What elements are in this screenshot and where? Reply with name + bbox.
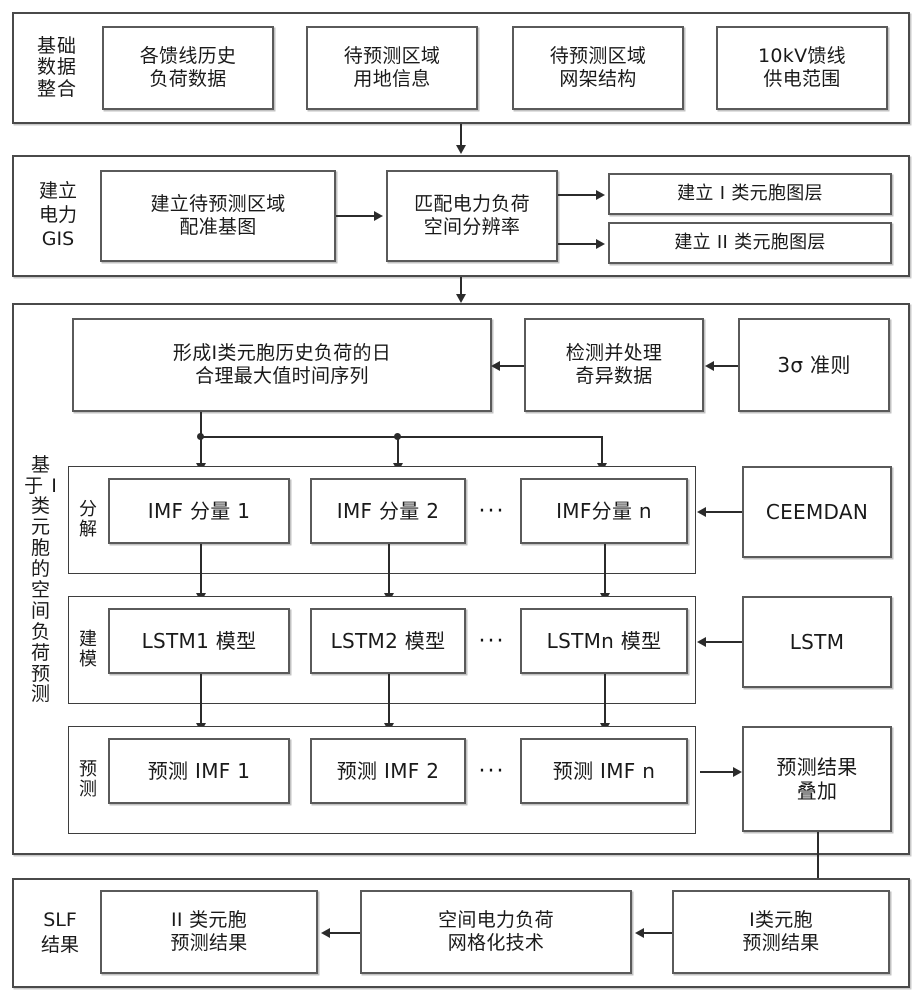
node-predict-imf-2: 预测 IMF 2 <box>310 738 466 804</box>
connector-stage1-to-stage2-arrow <box>456 145 466 154</box>
node-class2-forecast-result: II 类元胞 预测结果 <box>100 890 318 974</box>
imf1-to-lstm1 <box>200 544 202 594</box>
ellipsis-modeling: ··· <box>478 628 506 654</box>
connector-predictn-to-sum-arrow <box>733 767 742 777</box>
connector-gridding-to-class2result-arrow <box>321 928 330 938</box>
connector-match-to-class1-arrow <box>596 190 605 200</box>
lstmn-to-predictn <box>604 674 606 724</box>
connector-sigma-to-detect-arrow <box>705 361 714 371</box>
connector-ceemdan-to-imfn-arrow <box>697 507 706 517</box>
connector-detect-to-series <box>500 365 524 367</box>
bus-drop-2 <box>397 436 399 464</box>
node-lstmn-model: LSTMn 模型 <box>520 608 688 674</box>
imf2-to-lstm2 <box>388 544 390 594</box>
node-feeder-supply-range: 10kV馈线 供电范围 <box>716 26 888 110</box>
node-lstm2-model: LSTM2 模型 <box>310 608 466 674</box>
node-feeder-history-load: 各馈线历史 负荷数据 <box>102 26 274 110</box>
node-lstm: LSTM <box>742 596 892 688</box>
node-daily-max-series: 形成I类元胞历史负荷的日 合理最大值时间序列 <box>72 318 492 412</box>
node-class1-forecast-result: I类元胞 预测结果 <box>672 890 890 974</box>
connector-match-to-class2-arrow <box>596 239 605 249</box>
row-label-decompose: 分 解 <box>79 499 97 540</box>
stage2-label: 建立 电力 GIS <box>38 180 77 250</box>
connector-ceemdan-to-imfn <box>706 511 742 513</box>
ellipsis-prediction: ··· <box>478 758 506 784</box>
connector-sigma-to-detect <box>714 365 738 367</box>
node-lstm1-model: LSTM1 模型 <box>108 608 290 674</box>
node-imf-1: IMF 分量 1 <box>108 478 290 544</box>
stage1-label: 基础 数据 整合 <box>36 35 77 100</box>
lstm2-to-predict2 <box>388 674 390 724</box>
connector-detect-to-series-arrow <box>491 361 500 371</box>
connector-lstm-to-lstmn <box>706 641 742 643</box>
node-imf-n: IMF分量 n <box>520 478 688 544</box>
node-detect-outliers: 检测并处理 奇异数据 <box>524 318 704 412</box>
node-three-sigma-rule: 3σ 准则 <box>738 318 890 412</box>
connector-sum-to-class1-result <box>817 832 819 896</box>
node-build-class1-layer: 建立 I 类元胞图层 <box>608 173 892 215</box>
node-imf-2: IMF 分量 2 <box>310 478 466 544</box>
connector-class1result-to-gridding-arrow <box>635 928 644 938</box>
imfn-to-lstmn <box>604 544 606 594</box>
row-label-prediction: 预 测 <box>79 759 97 800</box>
ellipsis-decompose: ··· <box>478 498 506 524</box>
connector-gridding-to-class2result <box>330 932 360 934</box>
connector-stage2-to-stage3-arrow <box>456 294 466 303</box>
node-ceemdan: CEEMDAN <box>742 466 892 558</box>
connector-predictn-to-sum <box>700 771 736 773</box>
node-build-class2-layer: 建立 II 类元胞图层 <box>608 222 892 264</box>
connector-match-to-class1 <box>558 194 596 196</box>
connector-basemap-to-match-arrow <box>374 211 383 221</box>
connector-class1result-to-gridding <box>644 932 672 934</box>
bus-series-down <box>200 412 202 436</box>
connector-stage2-to-stage3 <box>460 277 462 295</box>
stage4-label: SLF 结果 <box>40 909 79 956</box>
connector-basemap-to-match <box>336 215 374 217</box>
bus-series-horizontal <box>200 436 602 438</box>
node-predict-imf-1: 预测 IMF 1 <box>108 738 290 804</box>
node-match-resolution: 匹配电力负荷 空间分辨率 <box>386 170 558 262</box>
connector-match-to-class2 <box>558 243 596 245</box>
connector-lstm-to-lstmn-arrow <box>697 637 706 647</box>
node-area-land-use: 待预测区域 用地信息 <box>306 26 478 110</box>
connector-stage1-to-stage2 <box>460 124 462 146</box>
node-gridding-technique: 空间电力负荷 网格化技术 <box>360 890 632 974</box>
node-sum-results: 预测结果 叠加 <box>742 726 892 832</box>
node-predict-imf-n: 预测 IMF n <box>520 738 688 804</box>
lstm1-to-predict1 <box>200 674 202 724</box>
stage3-label: 基于 I 类元胞的空间负荷预测 <box>24 453 58 706</box>
node-build-base-map: 建立待预测区域 配准基图 <box>100 170 336 262</box>
bus-drop-3 <box>601 436 603 464</box>
node-area-grid-structure: 待预测区域 网架结构 <box>512 26 684 110</box>
row-label-modeling: 建 模 <box>79 629 97 670</box>
bus-drop-1 <box>200 436 202 464</box>
